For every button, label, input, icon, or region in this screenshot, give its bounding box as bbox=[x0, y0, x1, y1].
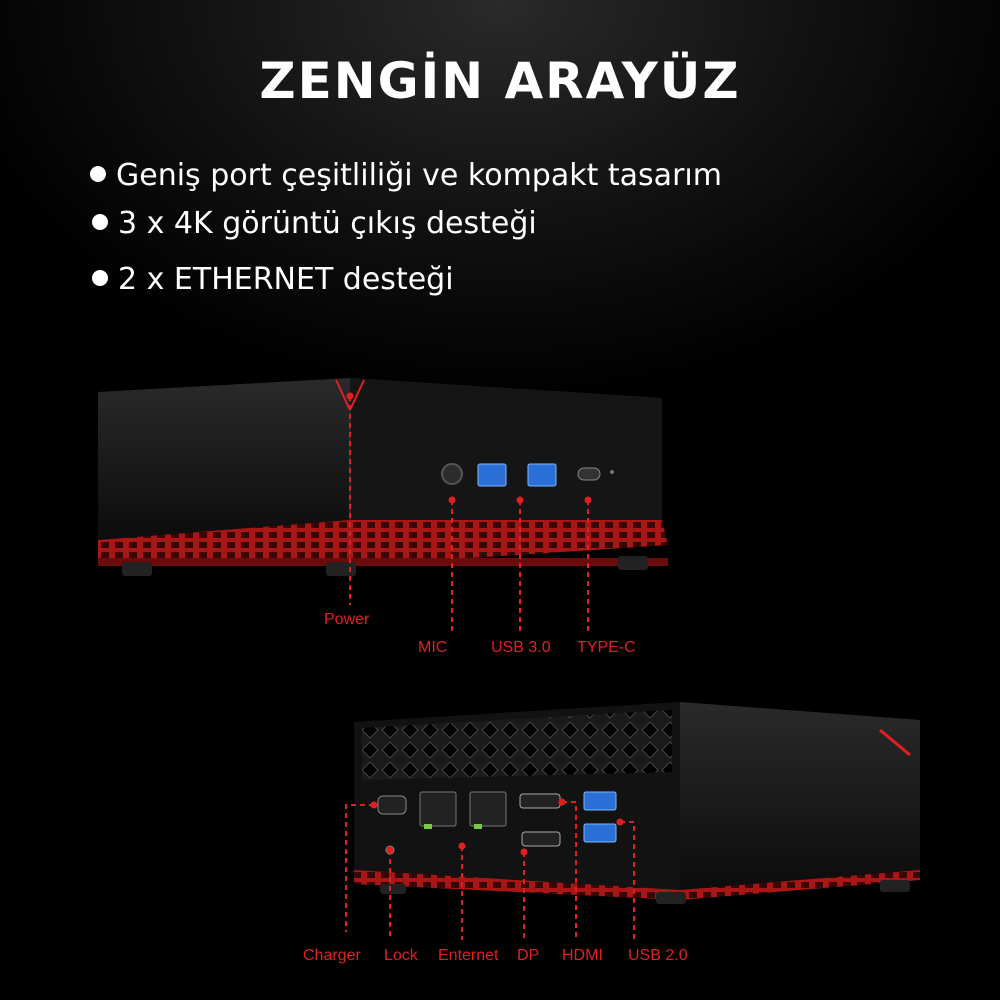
label-charger: Charger bbox=[303, 947, 361, 964]
rear-accent bbox=[879, 728, 911, 757]
feature-item: Geniş port çeşitliliği ve kompakt tasarı… bbox=[90, 158, 722, 193]
label-hdmi: HDMI bbox=[562, 947, 603, 964]
usb3-port-icon bbox=[527, 463, 557, 487]
rear-device bbox=[345, 702, 920, 940]
rear-side bbox=[680, 702, 920, 890]
charger-port-icon bbox=[377, 795, 407, 815]
rear-leader-dots bbox=[370, 798, 624, 856]
bullet-icon bbox=[90, 165, 106, 182]
usb2-port-icon bbox=[583, 791, 617, 811]
link-led bbox=[424, 824, 432, 829]
rear-vent-base bbox=[354, 870, 920, 900]
foot bbox=[326, 562, 356, 576]
feature-item: 3 x 4K görüntü çıkış desteği bbox=[92, 206, 537, 241]
hdmi-port-icon bbox=[519, 793, 561, 809]
label-typec: TYPE-C bbox=[577, 639, 636, 656]
label-usb3: USB 3.0 bbox=[491, 639, 551, 656]
typec-port-icon bbox=[577, 467, 601, 481]
foot bbox=[618, 556, 648, 570]
rear-leader-lines bbox=[345, 801, 635, 940]
label-dp: DP bbox=[517, 947, 540, 964]
feature-item: 2 x ETHERNET desteği bbox=[92, 262, 454, 297]
mic-port-icon bbox=[441, 463, 463, 485]
feature-text: 3 x 4K görüntü çıkış desteği bbox=[118, 206, 537, 241]
label-lock: Lock bbox=[384, 947, 418, 964]
dp-port-icon bbox=[521, 831, 561, 847]
front-device bbox=[98, 378, 668, 632]
bullet-icon bbox=[92, 213, 108, 230]
indicator-led bbox=[610, 470, 614, 474]
bullet-icon bbox=[92, 269, 108, 286]
front-leader-lines bbox=[349, 396, 589, 632]
link-led bbox=[474, 824, 482, 829]
front-leader-dots bbox=[346, 392, 592, 504]
label-usb2: USB 2.0 bbox=[628, 947, 688, 964]
label-mic: MIC bbox=[418, 639, 448, 656]
usb3-port-icon bbox=[477, 463, 507, 487]
feature-text: Geniş port çeşitliliği ve kompakt tasarı… bbox=[116, 158, 722, 193]
front-panel bbox=[350, 378, 662, 520]
label-power: Power bbox=[324, 611, 370, 628]
page-title: ZENGİN ARAYÜZ bbox=[259, 52, 741, 110]
rear-mesh-vent bbox=[362, 710, 672, 780]
foot bbox=[656, 892, 686, 904]
ethernet-port-icon bbox=[419, 791, 457, 827]
foot bbox=[122, 562, 152, 576]
feature-text: 2 x ETHERNET desteği bbox=[118, 262, 454, 297]
foot bbox=[380, 884, 406, 894]
foot bbox=[880, 880, 910, 892]
usb2-port-icon bbox=[583, 823, 617, 843]
front-vent-base bbox=[98, 520, 668, 566]
label-ethernet: Enternet bbox=[438, 947, 499, 964]
front-base-edge bbox=[98, 558, 668, 566]
ethernet-port-icon bbox=[469, 791, 507, 827]
